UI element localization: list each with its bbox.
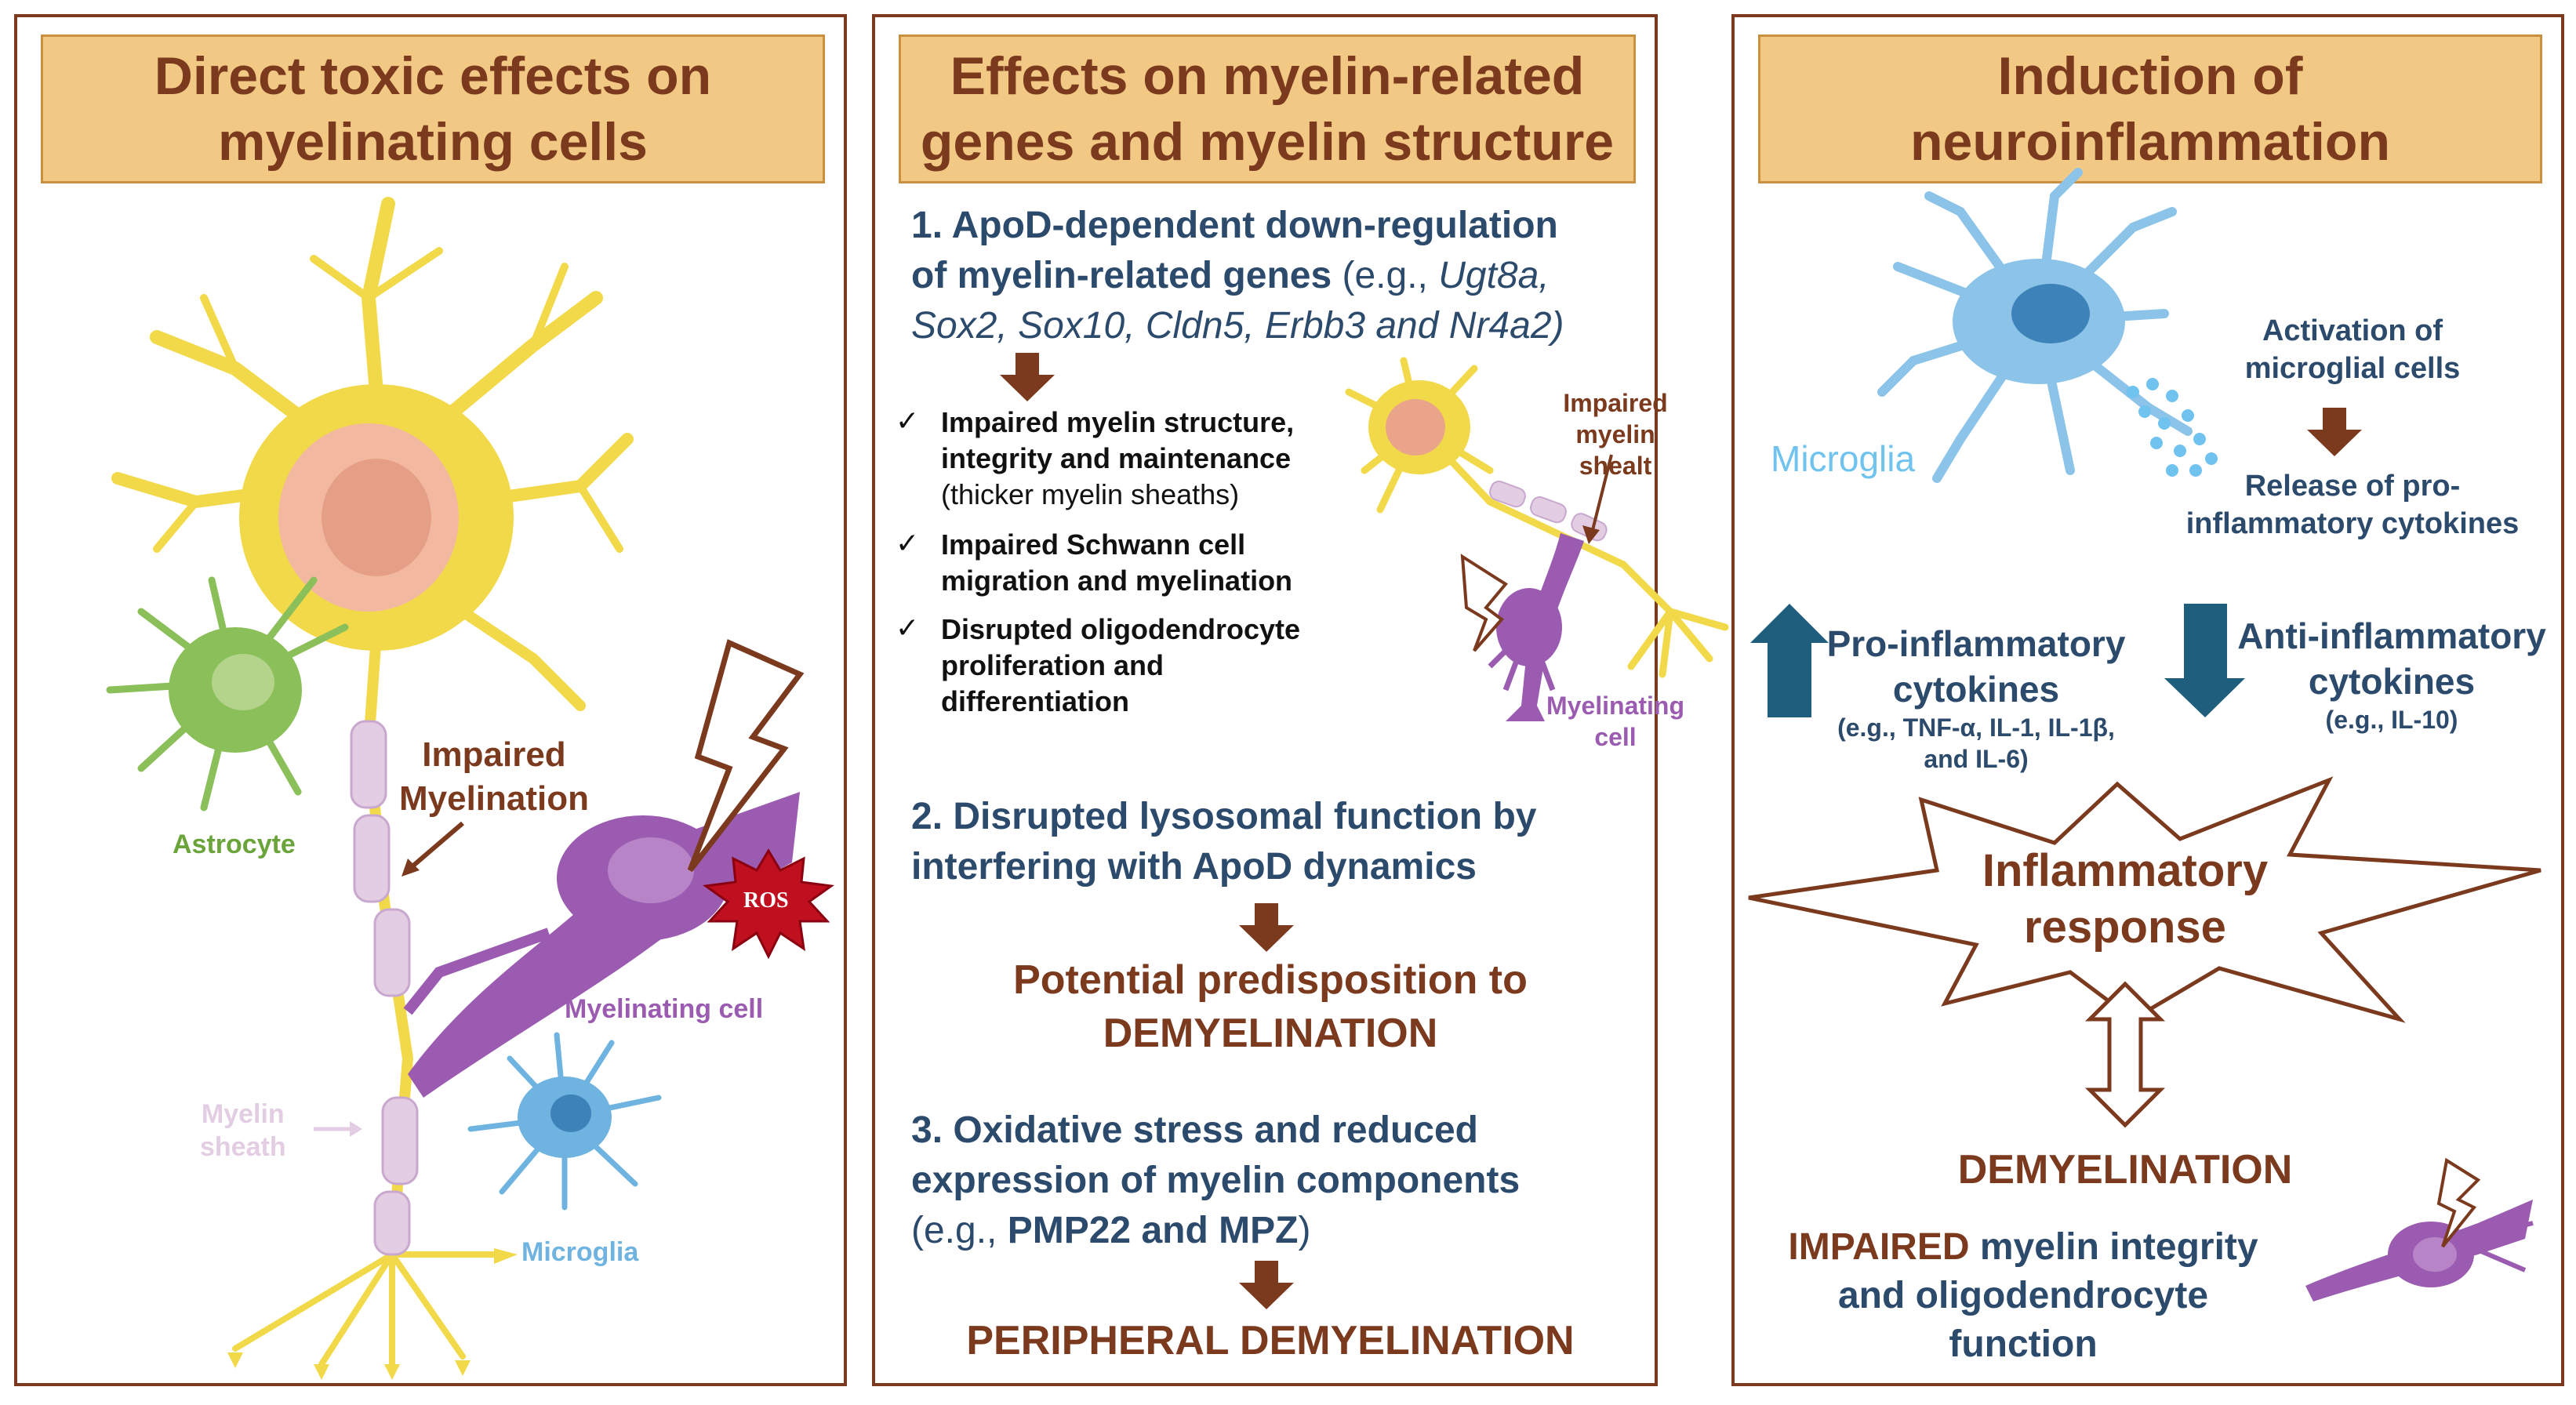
double-arrow-icon (2084, 981, 2166, 1128)
label-impaired-myelin-shealt: Impaired myelin shealt (1563, 389, 1668, 480)
astrocyte-icon (106, 576, 349, 811)
panel-direct-toxic: Direct toxic effects on myelinating cell… (14, 14, 847, 1386)
demyelination-text: DEMYELINATION (1957, 1147, 2293, 1193)
check-icon-1: ✓ (896, 405, 920, 437)
section3-outcome: PERIPHERAL DEMYELINATION (966, 1318, 1575, 1363)
down-arrow-3 (1239, 1261, 1294, 1309)
check-icon-2: ✓ (896, 527, 920, 559)
label-myelin-sheath: Myelin sheath (200, 1099, 286, 1162)
check-icon-3: ✓ (896, 612, 920, 644)
label-astrocyte: Astrocyte (173, 830, 296, 859)
neuron-icon (111, 197, 634, 1367)
label-impaired-myelination: Impaired Myelination (398, 735, 590, 818)
myelin-sheath (350, 720, 419, 1256)
panel2-title: Effects on myelin-related genes and myel… (899, 34, 1636, 183)
small-neuron-icon (1345, 357, 1729, 721)
panel1-title: Direct toxic effects on myelinating cell… (41, 34, 825, 183)
bullet-item-1: Impaired myelin structure, integrity and… (941, 406, 1295, 510)
impaired-myelination-arrow (406, 821, 464, 873)
small-myelinating-cell-icon (2305, 1157, 2534, 1302)
section2-text: 2. Disrupted lysosomal function by inter… (911, 796, 1537, 888)
release-text: Release of pro- inflammatory cytokines (2185, 470, 2520, 540)
anti-inflammatory-down-arrow (2164, 604, 2245, 717)
label-microglia: Microglia (521, 1237, 639, 1267)
pro-inflammatory-text: Pro-inflammatory cytokines (e.g., TNF-α,… (1826, 623, 2126, 773)
section1-text: 1. ApoD-dependent down-regulation of mye… (911, 205, 1564, 347)
label-microglia-2: Microglia (1771, 438, 1916, 479)
lightning-icon (687, 639, 805, 873)
label-ros: ROS (743, 888, 789, 913)
down-arrow-2 (1239, 903, 1294, 952)
ros-burst-icon (703, 848, 834, 960)
label-myelinating-cell: Myelinating cell (565, 994, 764, 1024)
panel-neuroinflammation: Induction of neuroinflammation (1731, 14, 2564, 1386)
inflammatory-response-burst (1748, 776, 2541, 1023)
label-myelinating-cell-2: Myelinating cell (1546, 692, 1684, 751)
inflammatory-response-text: Inflammatory response (1982, 845, 2269, 953)
activation-text: Activation of microglial cells (2244, 314, 2461, 385)
microglia-icon (467, 1032, 662, 1211)
section2-outcome: Potential predisposition to DEMYELINATIO… (1013, 957, 1528, 1056)
section3-text: 3. Oxidative stress and reduced expressi… (911, 1109, 1521, 1251)
impaired-integrity-text: IMPAIRED myelin integrity and oligodendr… (1788, 1226, 2258, 1365)
pro-inflammatory-up-arrow (1750, 604, 1829, 717)
bullet-item-3: Disrupted oligodendrocyte proliferation … (941, 613, 1301, 717)
panel3-title: Induction of neuroinflammation (1758, 34, 2542, 183)
myelinating-cell-icon (403, 792, 800, 1098)
bullet-item-2: Impaired Schwann cell migration and myel… (941, 528, 1293, 597)
microglia-large-icon (1877, 168, 2193, 483)
cytokine-dots-icon (2127, 378, 2218, 477)
activation-down-arrow (2307, 408, 2362, 456)
anti-inflammatory-text: Anti-inflammatory cytokines (e.g., IL-10… (2237, 615, 2546, 734)
down-arrow-1 (1000, 353, 1055, 401)
panel1-illustration (106, 197, 834, 1380)
